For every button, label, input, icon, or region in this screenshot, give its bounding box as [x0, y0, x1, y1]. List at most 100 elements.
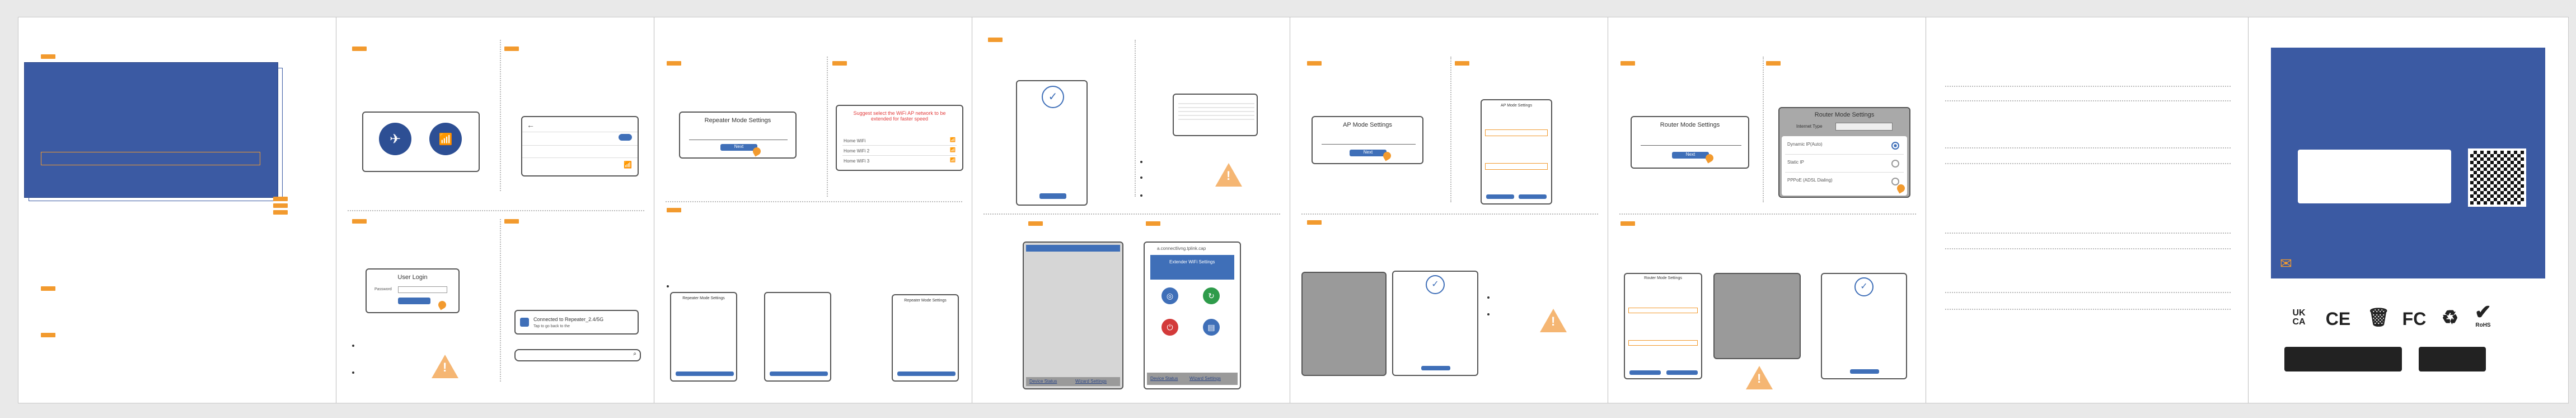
- password-label: Password: [374, 287, 392, 291]
- orange-tag: [667, 61, 681, 66]
- orange-tag: [1146, 221, 1160, 226]
- radio-icon[interactable]: [1891, 178, 1899, 185]
- notice-dialog: [1173, 94, 1258, 136]
- router-mode-window: Router Mode Settings Next: [1631, 116, 1749, 169]
- ap-complete-phone: ✓: [1392, 271, 1478, 376]
- device-status-link[interactable]: Device Status: [1029, 379, 1057, 384]
- orange-tag: [1455, 61, 1469, 66]
- wifi-icon: 📶: [950, 137, 956, 142]
- router-complete-phone: ✓: [1821, 273, 1907, 379]
- panel-confirm: ✓ Device Status Wizard Settings a.connec…: [972, 17, 1290, 403]
- settings-summary-phone: ✓: [1016, 80, 1088, 206]
- panel-router: Router Mode Settings Next Router Mode Se…: [1608, 17, 1926, 403]
- option-pppoe[interactable]: PPPoE (ADSL Dialing): [1787, 178, 1833, 183]
- orange-tag: [41, 333, 55, 337]
- browser-search-bar[interactable]: ⌕: [514, 349, 641, 361]
- orange-tag: [1620, 221, 1635, 226]
- suggestion-text: Suggest select the WiFi AP network to be…: [853, 110, 946, 122]
- check-icon: ✓: [1042, 86, 1064, 108]
- router-settings-phone: Router Mode Settings: [1624, 273, 1702, 379]
- notice-icon: [520, 318, 529, 327]
- panel-back-cover: ✉ UK CA CE 🗑 FC ♻ ✔ RoHS: [2249, 17, 2568, 403]
- warning-icon: [1746, 366, 1773, 389]
- qr-code[interactable]: [2468, 148, 2526, 207]
- device-status-page: Device Status Wizard Settings: [1023, 241, 1123, 389]
- orange-tag: [1307, 220, 1322, 225]
- warning-icon: [432, 355, 458, 378]
- user-login-window: User Login Password: [366, 268, 460, 313]
- url-bar[interactable]: a.connectlivng.tplink.cap: [1157, 246, 1206, 251]
- wifi-icon: 📶: [624, 161, 632, 169]
- wifi-list-item[interactable]: Home WiFi 3: [844, 159, 870, 164]
- orange-tag: [1028, 221, 1043, 226]
- orange-tag: [832, 61, 847, 66]
- ce-mark: CE: [2325, 309, 2351, 329]
- option-dynamic-ip[interactable]: Dynamic IP(Auto): [1787, 142, 1823, 147]
- back-arrow-icon[interactable]: ←: [527, 120, 535, 129]
- next-button[interactable]: Next: [720, 144, 757, 151]
- airplane-icon: ✈: [379, 123, 411, 155]
- warning-icon: [1540, 309, 1567, 332]
- pointer-icon: [437, 299, 448, 310]
- cover-outline: [29, 68, 283, 201]
- folder-icon[interactable]: ▤: [1203, 319, 1220, 336]
- repeater-confirm-phone: Repeater Mode Settings: [892, 294, 959, 382]
- orange-tag: [352, 219, 367, 224]
- weee-bin-icon: 🗑: [2367, 307, 2390, 327]
- orange-tag: [667, 208, 681, 212]
- radio-selected-icon[interactable]: [1891, 142, 1899, 150]
- envelope-icon: ✉: [2280, 255, 2292, 272]
- topology-diagram: [1641, 135, 1741, 146]
- recycle-icon: ♻: [2441, 307, 2459, 328]
- ap-advanced-phone: [1301, 272, 1387, 376]
- fc-mark: FC: [2402, 309, 2427, 329]
- ap-mode-window: AP Mode Settings Next: [1312, 116, 1423, 164]
- orange-tag: [1307, 61, 1322, 66]
- next-button[interactable]: Next: [1350, 150, 1387, 156]
- wizard-settings-link[interactable]: Wizard Settings: [1075, 379, 1107, 384]
- repeater-advanced-phone: [764, 292, 831, 382]
- orange-tag: [273, 203, 288, 208]
- wifi-list-item[interactable]: Home WiFi: [844, 138, 866, 143]
- topology-diagram: [1322, 135, 1416, 145]
- back-blue-block: ✉: [2271, 48, 2545, 278]
- password-field[interactable]: [398, 286, 447, 293]
- panel-repeater: Repeater Mode Settings Next Suggest sele…: [654, 17, 972, 403]
- divider: [1301, 213, 1598, 215]
- page-title: Repeater Mode Settings: [704, 117, 771, 124]
- panel-ap: AP Mode Settings Next AP Mode Settings ✓: [1290, 17, 1608, 403]
- globe-icon[interactable]: ◎: [1161, 287, 1178, 304]
- finish-button[interactable]: [1039, 193, 1066, 199]
- divider: [1450, 57, 1451, 202]
- warning-icon: [1215, 163, 1242, 187]
- wifi-list-item[interactable]: Home WiFi 2: [844, 148, 870, 154]
- divider: [348, 210, 644, 211]
- wifi-icon: 📶: [950, 157, 956, 162]
- orange-tag: [273, 197, 288, 201]
- cover-highlight-box: [41, 152, 260, 165]
- rohs-mark: ✔ RoHS: [2469, 300, 2497, 329]
- divider: [500, 219, 501, 382]
- orange-tag: [504, 47, 519, 51]
- panel-notes: [1926, 17, 2249, 403]
- option-static-ip[interactable]: Static IP: [1787, 160, 1804, 165]
- phone-wifi-toggle-screen: ← 📶: [521, 116, 639, 177]
- internet-type-select[interactable]: [1835, 123, 1893, 131]
- radio-icon[interactable]: [1891, 160, 1899, 168]
- page-title: User Login: [397, 274, 428, 281]
- check-icon: ✓: [1426, 275, 1445, 294]
- login-button[interactable]: [398, 298, 430, 304]
- topology-diagram: [689, 129, 788, 140]
- wifi-toggle[interactable]: [619, 134, 632, 141]
- phone-settings-screen: ✈ 📶: [362, 112, 480, 172]
- refresh-icon[interactable]: ↻: [1203, 287, 1220, 304]
- power-icon[interactable]: ⏻: [1161, 319, 1178, 336]
- checkmark-icon: ✔: [2474, 300, 2492, 323]
- divider: [1619, 213, 1916, 215]
- panel-cover: [18, 17, 336, 403]
- wizard-title: Extender WiFi Settings: [1169, 259, 1215, 264]
- next-button[interactable]: Next: [1672, 152, 1709, 159]
- page-title: Router Mode Settings: [1660, 122, 1720, 128]
- wizard-home-phone: a.connectlivng.tplink.cap Extender WiFi …: [1144, 241, 1241, 389]
- repeater-mode-window: Repeater Mode Settings Next: [679, 112, 797, 159]
